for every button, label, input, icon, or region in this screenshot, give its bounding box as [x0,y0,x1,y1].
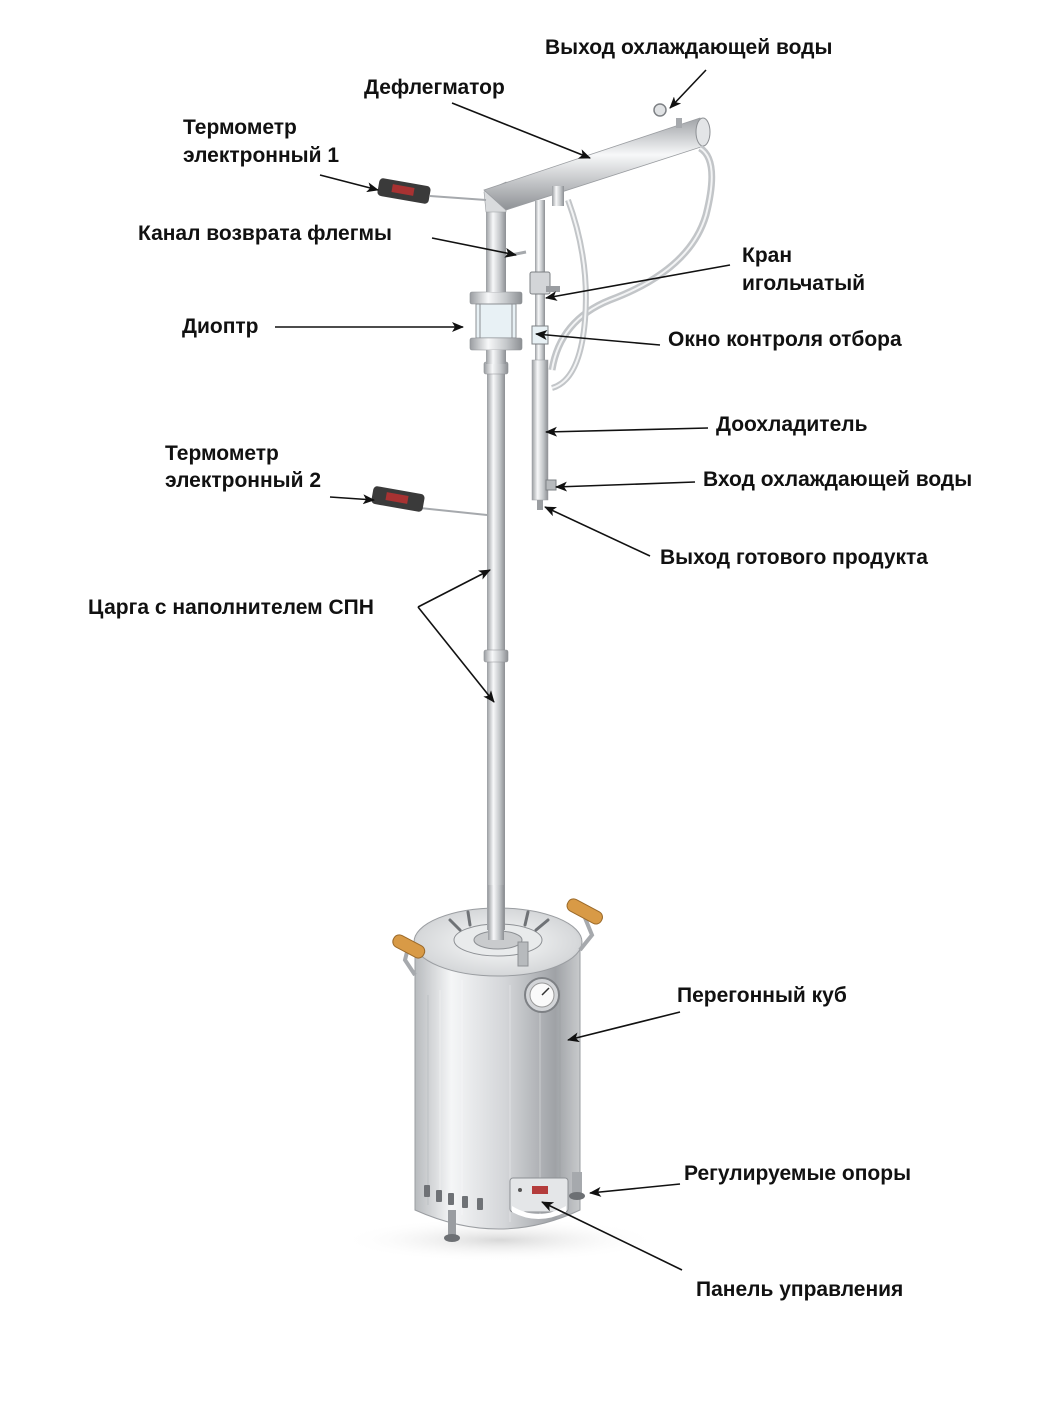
label-control-panel: Панель управления [696,1278,904,1301]
leader-control-panel [541,1201,683,1271]
leader-cooling-water-out [669,69,707,109]
label-dephlegmator: Дефлегматор [364,76,505,99]
leader-lines [275,69,731,1271]
label-cooling-water-out: Выход охлаждающей воды [545,36,833,59]
label-boiler: Перегонный куб [677,984,847,1007]
label-thermometer-2-line2: электронный 2 [165,469,321,492]
boiler [392,898,603,1242]
leader-column-lower [417,606,495,703]
leader-thermometer-2 [329,494,375,505]
boiler-handles [392,898,603,977]
leader-thermometer-1 [319,174,379,193]
sight-glass [469,270,523,364]
leader-boiler [567,1011,681,1043]
label-needle-valve-line1: Кран [742,244,793,267]
pressure-gauge [524,977,560,1013]
leader-draw-off-window [535,329,661,346]
dephlegmator [429,103,711,273]
column [419,361,509,940]
label-thermometer-1-line2: электронный 1 [183,144,339,167]
leader-product-outlet [544,506,651,557]
adjustable-feet [444,1172,585,1242]
label-thermometer-2-line1: Термометр [165,442,279,465]
label-column-section: Царга с наполнителем СПН [88,596,374,619]
leader-cooling-water-in [555,481,696,492]
label-draw-off-window: Окно контроля отбора [668,328,902,351]
label-needle-valve-line2: игольчатый [742,272,866,295]
leader-reflux-return [431,237,517,258]
leader-column-upper [417,569,491,608]
label-thermometer-1-line1: Термометр [183,116,297,139]
floor-shadow [340,1218,660,1262]
leader-adjustable-feet [589,1183,681,1197]
thermometer-2 [371,486,425,512]
leader-needle-valve [545,264,731,301]
label-product-outlet: Выход готового продукта [660,546,928,569]
label-adjustable-feet: Регулируемые опоры [684,1162,912,1185]
leader-dephlegmator [451,102,591,159]
label-sight-glass: Диоптр [182,315,259,338]
thermometer-1 [377,178,431,204]
leader-aftercooler [545,426,709,437]
label-reflux-return: Канал возврата флегмы [138,222,392,245]
label-aftercooler: Доохладитель [716,413,868,436]
label-cooling-water-in: Вход охлаждающей воды [703,468,973,491]
